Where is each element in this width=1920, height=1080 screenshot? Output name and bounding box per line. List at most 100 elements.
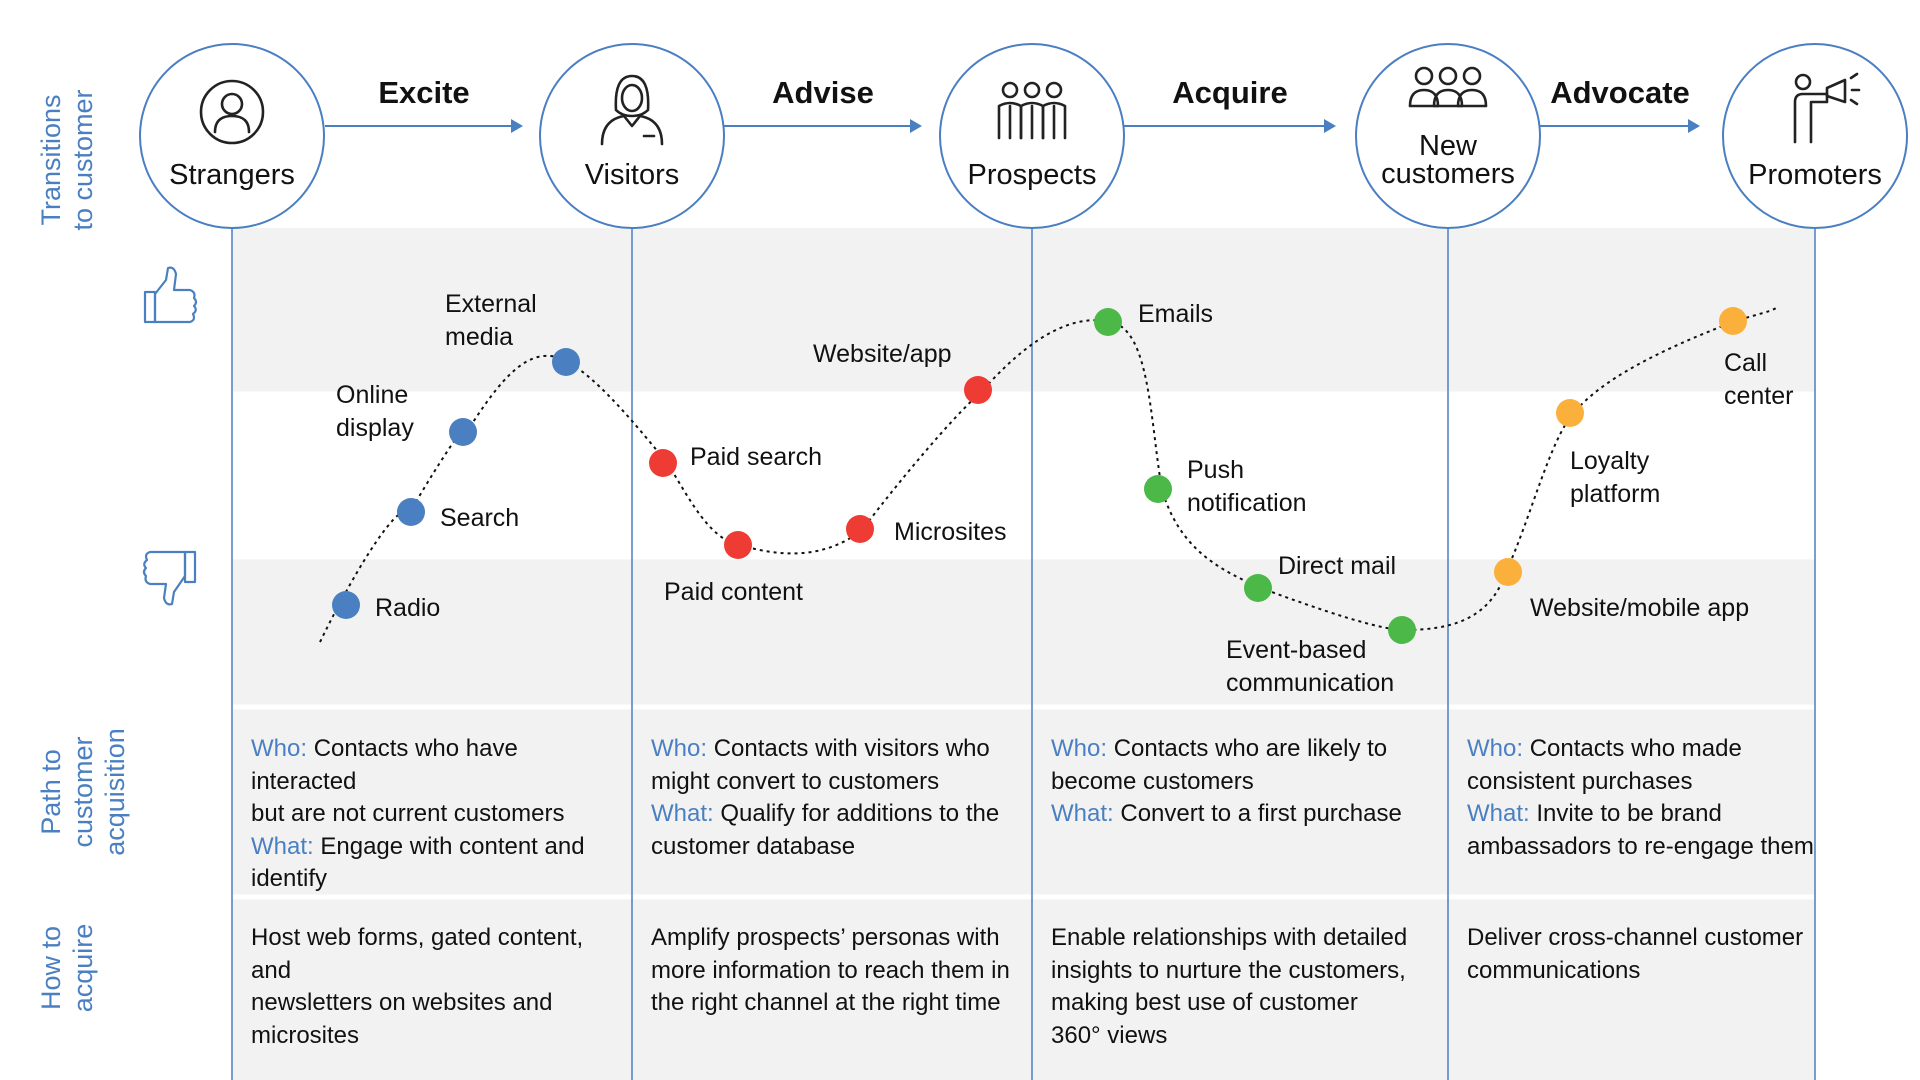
woman-icon bbox=[600, 74, 664, 146]
stage-label-line: customers bbox=[1381, 158, 1515, 190]
how-line: insights to nurture the customers, bbox=[1051, 955, 1426, 988]
touchpoint-label-call-center: Call center bbox=[1724, 349, 1793, 410]
touchpoint-label-paid-content: Paid content bbox=[664, 578, 803, 606]
who-text: Contacts who are likely to bbox=[1113, 735, 1388, 762]
side-label-transitions-line: Transitions bbox=[36, 94, 66, 225]
touchpoint-label-search: Search bbox=[440, 504, 519, 532]
touchpoint-label-line: Direct mail bbox=[1278, 552, 1396, 580]
touchpoint-dot-event-based-communication bbox=[1388, 616, 1416, 644]
icon-body bbox=[1793, 92, 1829, 144]
stage-label-line: Promoters bbox=[1748, 159, 1882, 191]
band-path bbox=[232, 708, 1815, 895]
touchpoint-dot-external-media bbox=[552, 348, 580, 376]
stage-circle-new-customers bbox=[1355, 43, 1541, 229]
touchpoint-label-line: Website/mobile app bbox=[1530, 594, 1749, 622]
what-key: What: bbox=[251, 832, 314, 860]
thumb-cuff bbox=[143, 290, 157, 324]
how-line: more information to reach them in bbox=[651, 955, 1026, 988]
who-key: Who: bbox=[251, 735, 308, 762]
touchpoint-dot-direct-mail bbox=[1244, 574, 1272, 602]
icon-body bbox=[1456, 88, 1488, 108]
how-text: making best use of customer bbox=[1051, 989, 1358, 1016]
thumb-hand bbox=[142, 550, 187, 606]
megaphone-person-icon bbox=[1793, 72, 1861, 144]
who-line: consistent purchases bbox=[1467, 766, 1842, 799]
side-label-path-text: Path tocustomeracquisition bbox=[36, 728, 130, 856]
who-text: might convert to customers bbox=[651, 767, 940, 795]
how-cell-2: Enable relationships with detailed insigh… bbox=[1051, 922, 1426, 1052]
who-text: consistent purchases bbox=[1467, 767, 1693, 795]
touchpoint-label-line: center bbox=[1724, 382, 1793, 410]
stage-label-line: Prospects bbox=[968, 159, 1097, 191]
who-key: Who: bbox=[1051, 735, 1108, 762]
side-label-path: Path tocustomeracquisition bbox=[36, 728, 130, 856]
how-line: Deliver cross-channel customer bbox=[1467, 922, 1842, 955]
touchpoint-label-line: External bbox=[445, 290, 537, 318]
stage-label-visitors: Visitors bbox=[585, 159, 680, 191]
what-text: identify bbox=[251, 865, 328, 892]
touchpoint-label-microsites: Microsites bbox=[894, 518, 1007, 546]
transition-arrowhead bbox=[511, 119, 523, 133]
how-text: Deliver cross-channel customer bbox=[1467, 924, 1804, 951]
stage-label-line: Strangers bbox=[169, 159, 295, 191]
touchpoint-label-line: Online bbox=[336, 381, 408, 409]
who-line: but are not current customers bbox=[251, 798, 626, 831]
touchpoint-label-line: Event-based bbox=[1226, 636, 1366, 664]
how-line: the right channel at the right time bbox=[651, 987, 1026, 1020]
what-text: Convert to a first purchase bbox=[1120, 800, 1402, 827]
icon-head bbox=[220, 92, 244, 116]
touchpoint-dot-push-notification bbox=[1144, 475, 1172, 503]
side-label-how: How toacquire bbox=[36, 924, 98, 1013]
touchpoint-label-line: display bbox=[336, 414, 414, 442]
how-line: communications bbox=[1467, 955, 1842, 988]
touchpoint-dot-loyalty-platform bbox=[1556, 399, 1584, 427]
how-line: making best use of customer bbox=[1051, 987, 1426, 1020]
side-label-transitions: Transitionsto customer bbox=[36, 89, 98, 230]
what-text: Qualify for additions to the bbox=[720, 800, 1000, 827]
icon-body bbox=[1432, 88, 1464, 108]
band-positive bbox=[232, 228, 1815, 392]
icon-sound bbox=[1849, 98, 1859, 106]
who-text: Contacts who have interacted bbox=[251, 735, 518, 795]
how-text: newsletters on websites and bbox=[251, 989, 553, 1016]
how-text: microsites bbox=[251, 1021, 360, 1049]
who-line: become customers bbox=[1051, 766, 1426, 799]
touchpoint-dot-call-center bbox=[1719, 307, 1747, 335]
transition-label-excite: Excite bbox=[378, 75, 469, 110]
touchpoint-label-line: Search bbox=[440, 504, 519, 532]
icon-head bbox=[1438, 66, 1458, 86]
touchpoint-label-emails: Emails bbox=[1138, 300, 1213, 328]
touchpoint-label-paid-search: Paid search bbox=[690, 443, 822, 471]
what-line: What: Engage with content and bbox=[251, 831, 626, 864]
who-line: Who: Contacts who are likely to bbox=[1051, 733, 1426, 766]
stage-label-strangers: Strangers bbox=[169, 159, 295, 191]
thumb-hand bbox=[153, 266, 198, 324]
what-line: identify bbox=[251, 863, 626, 896]
what-text: customer database bbox=[651, 832, 856, 860]
stage-label-line: Visitors bbox=[585, 159, 680, 191]
who-text: become customers bbox=[1051, 767, 1254, 795]
thumbs-up-icon bbox=[143, 266, 198, 324]
band-negative bbox=[232, 555, 1815, 705]
touchpoint-label-line: Emails bbox=[1138, 300, 1213, 328]
icon-head bbox=[1045, 81, 1063, 99]
touchpoint-label-line: Paid search bbox=[690, 443, 822, 471]
touchpoint-dot-radio bbox=[332, 591, 360, 619]
how-text: Enable relationships with detailed bbox=[1051, 924, 1408, 951]
side-label-how-line: acquire bbox=[68, 924, 98, 1013]
touchpoint-dot-emails bbox=[1094, 308, 1122, 336]
what-line: customer database bbox=[651, 831, 1026, 864]
who-key: Who: bbox=[651, 735, 708, 762]
stage-label-promoters: Promoters bbox=[1748, 159, 1882, 191]
touchpoint-label-line: Paid content bbox=[664, 578, 803, 606]
touchpoint-label-line: Call bbox=[1724, 349, 1767, 377]
touchpoint-dot-website-mobile-app bbox=[1494, 558, 1522, 586]
